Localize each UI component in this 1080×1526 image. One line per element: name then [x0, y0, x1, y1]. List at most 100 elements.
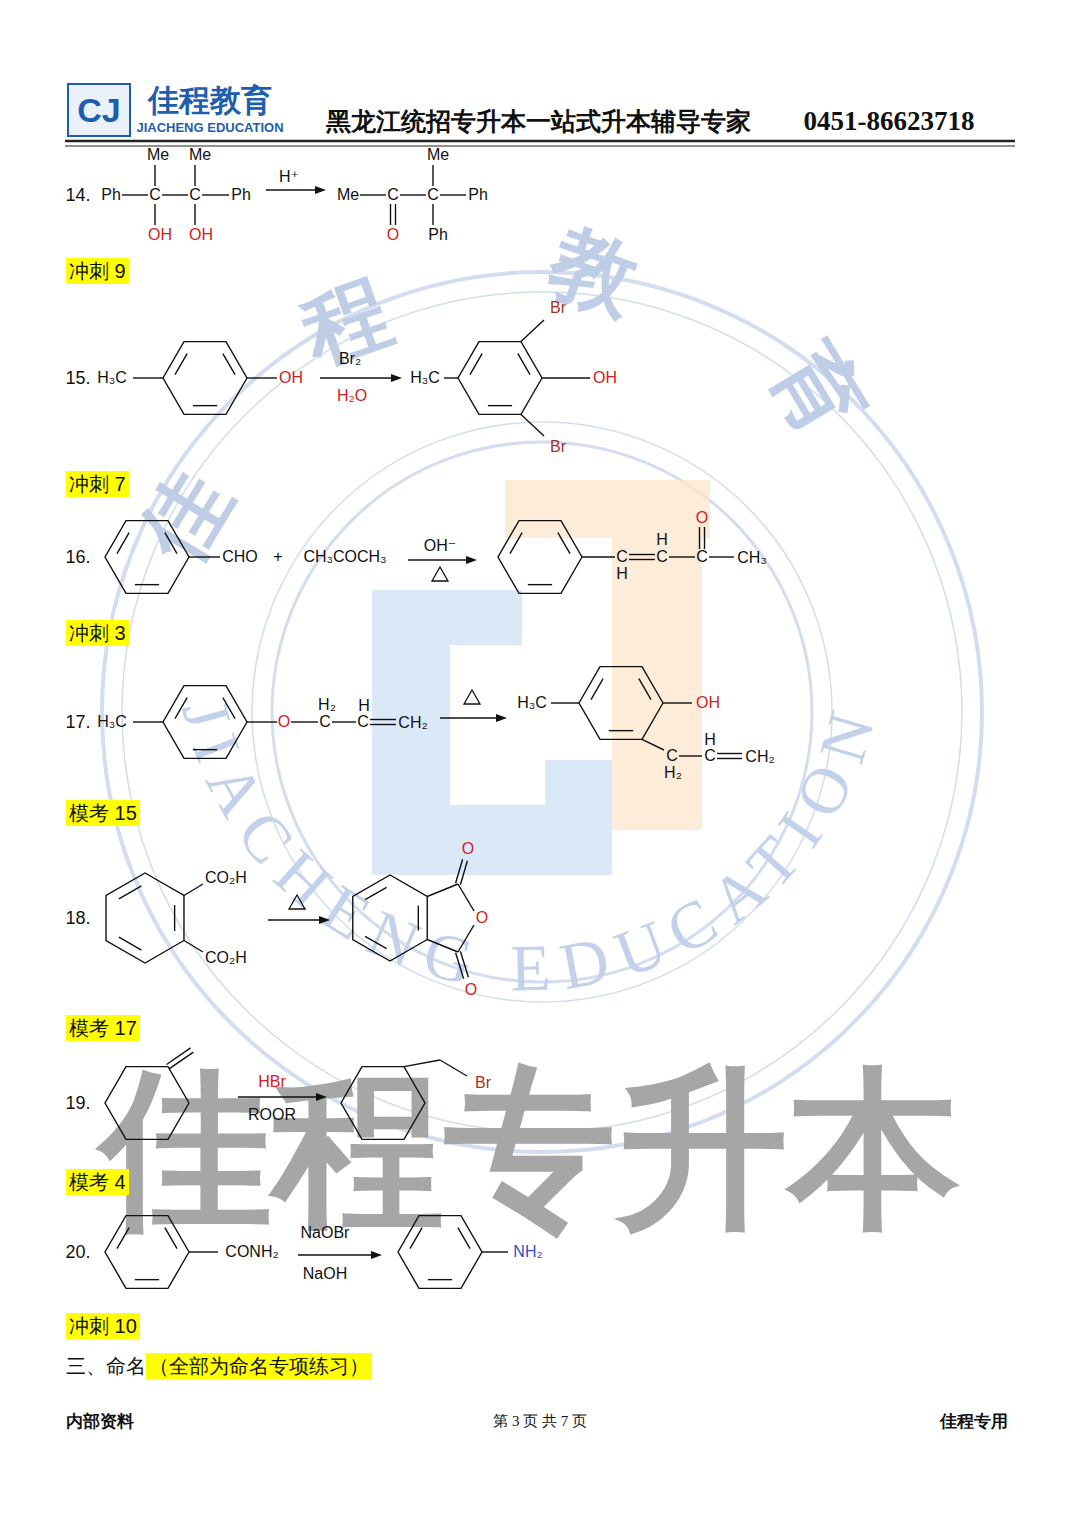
ring [341, 1067, 425, 1140]
bond-line [440, 1060, 467, 1076]
bond-line [194, 204, 195, 225]
highlight-tag: （全部为命名专项练习） [146, 1353, 372, 1379]
bond-line [488, 405, 512, 406]
bond-line [133, 721, 163, 722]
logo-frame [68, 84, 130, 136]
chem-label: Ph [231, 186, 251, 204]
chem-label: C [656, 548, 668, 566]
bond-line [427, 940, 458, 953]
watermark-arc-text: JIACHENG EDUCATION [168, 691, 892, 1005]
bond-line [470, 354, 482, 375]
chem-label: 15. [65, 368, 90, 389]
bond-line [704, 527, 705, 549]
chem-label: H [358, 697, 370, 715]
ring [105, 1067, 189, 1140]
bond-line [709, 556, 734, 557]
chem-label: + [273, 548, 282, 566]
chem-label: C [616, 548, 628, 566]
bond-line [175, 354, 187, 375]
bond-line [482, 1251, 508, 1252]
bond-line [410, 1228, 422, 1249]
chem-label: O [696, 509, 708, 527]
chem-label: Me [427, 146, 449, 164]
chem-label: Ph [428, 226, 448, 244]
chem-label: Ph [101, 186, 121, 204]
chem-label: 20. [65, 1242, 90, 1263]
chem-label: CH₂ [745, 748, 774, 766]
heat-symbol [432, 567, 448, 581]
logo-bar [545, 760, 612, 875]
heat-symbol [464, 690, 480, 704]
bond-line [332, 721, 356, 722]
arrow-head [391, 374, 402, 382]
bond-line [320, 377, 394, 378]
tag-text: 模考 4 [69, 1171, 126, 1193]
bond-line [202, 194, 229, 195]
chem-label: Br [550, 299, 566, 317]
chem-label: CHO [222, 548, 258, 566]
bond-line [193, 405, 217, 406]
watermark-arc-text: 佳程教育 [122, 212, 956, 580]
bond-line [400, 194, 426, 195]
chem-label: NH₂ [513, 1243, 542, 1261]
chem-label: C [387, 186, 399, 204]
arrow-head [316, 1093, 327, 1101]
chem-label: OH [696, 694, 720, 712]
bond-line [427, 884, 458, 897]
chem-label: OH [148, 226, 172, 244]
bond-line [542, 377, 590, 378]
chem-label: CO₂H [205, 869, 247, 887]
chem-label: 内部资料 [66, 1412, 134, 1432]
bond-line [223, 354, 235, 375]
bond-line [717, 753, 742, 754]
chem-label: CH₃COCH₃ [303, 548, 386, 566]
bond-line [591, 679, 603, 700]
chem-label: OH [279, 369, 303, 387]
arrow-head [315, 186, 326, 194]
chem-label: Br [550, 438, 566, 456]
highlight-tag: 模考 15 [66, 800, 140, 826]
bond-line [370, 719, 396, 720]
chem-label: O [465, 981, 477, 999]
bond-line [266, 189, 318, 190]
chem-label: 14. [65, 185, 90, 206]
chem-label: 18. [65, 908, 90, 929]
chem-label: H [616, 565, 628, 583]
bond-line [184, 884, 203, 896]
bond-line [119, 886, 142, 899]
ring [163, 686, 247, 759]
bond-line [184, 941, 203, 953]
watermark-arc-texts: 佳程教育JIACHENG EDUCATION [122, 212, 956, 1004]
bond-line [518, 354, 530, 375]
chem-label: ROOR [248, 1106, 296, 1124]
bond-line [408, 559, 469, 560]
bond-line [521, 320, 544, 342]
chem-label: H₂ [664, 764, 682, 782]
bond-line [717, 758, 742, 759]
ring [163, 342, 247, 415]
chem-label: 0451-86623718 [804, 106, 975, 137]
highlight-tag: 冲刺 7 [66, 471, 129, 497]
bond-line [456, 859, 463, 883]
bond-line [238, 1096, 319, 1097]
bond-line [582, 556, 615, 557]
chem-label: CJ [77, 91, 120, 130]
header-rule [65, 140, 1015, 143]
bond-line [458, 884, 474, 911]
chem-label: Br₂ [339, 350, 361, 368]
chem-label: C [666, 747, 678, 765]
chem-label: JIACHENG EDUCATION [136, 121, 283, 136]
bond-line [458, 1228, 470, 1249]
arrow-head [466, 556, 477, 564]
highlight-tag: 冲刺 9 [66, 258, 129, 284]
chem-label: O [387, 226, 399, 244]
ring [105, 521, 189, 594]
bond-line [189, 556, 220, 557]
bond-line [440, 194, 466, 195]
bond-line [432, 165, 433, 186]
bond-line [699, 527, 700, 549]
chem-label: CONH₂ [225, 1243, 278, 1261]
ring [398, 1216, 482, 1289]
